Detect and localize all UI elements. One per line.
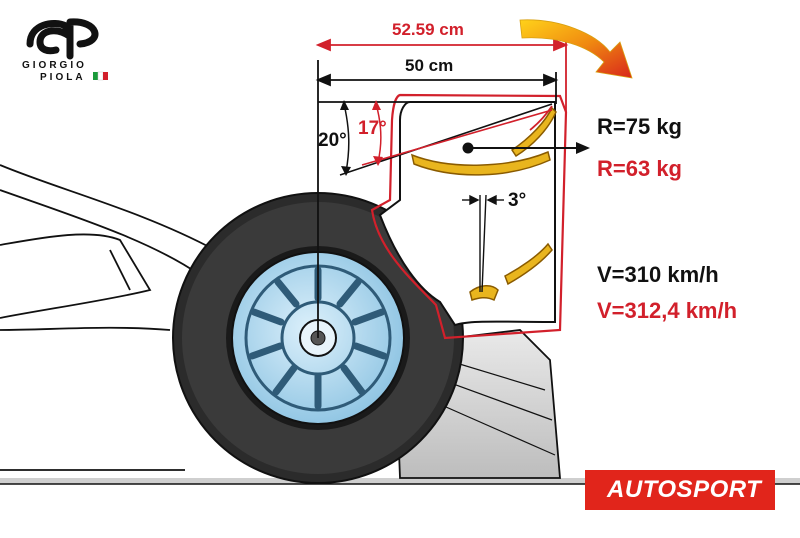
downforce-arrow [462, 142, 590, 154]
italian-flag-icon [93, 71, 108, 81]
black-width-dimension [315, 60, 559, 338]
wing-endplate-black [378, 101, 556, 327]
red-width-label: 52.59 cm [392, 20, 464, 39]
airflow-arrow-icon [519, 19, 633, 79]
black-width-label: 50 cm [405, 56, 454, 75]
downforce-black-label: R=75 kg [597, 114, 682, 139]
speed-black-label: V=310 km/h [597, 262, 719, 287]
speed-red-label: V=312,4 km/h [597, 298, 738, 323]
car-body-outline [0, 164, 216, 471]
giorgio-piola-logo-icon [26, 18, 99, 60]
red-angle-label: 17° [358, 118, 387, 139]
black-angle-label: 20° [318, 130, 347, 151]
ground-line [0, 478, 800, 484]
downforce-red-label: R=63 kg [597, 156, 682, 181]
autosport-wordmark: AUTOSPORT [607, 476, 762, 503]
small-angle-marker [462, 194, 504, 293]
small-angle-label: 3° [508, 190, 527, 211]
autosport-badge: AUTOSPORT [585, 470, 775, 510]
angle-lines [339, 100, 553, 176]
logo-line-2: PIOLA [40, 72, 86, 83]
logo-line-1: GIORGIO [22, 60, 87, 71]
red-width-dimension [315, 38, 569, 112]
